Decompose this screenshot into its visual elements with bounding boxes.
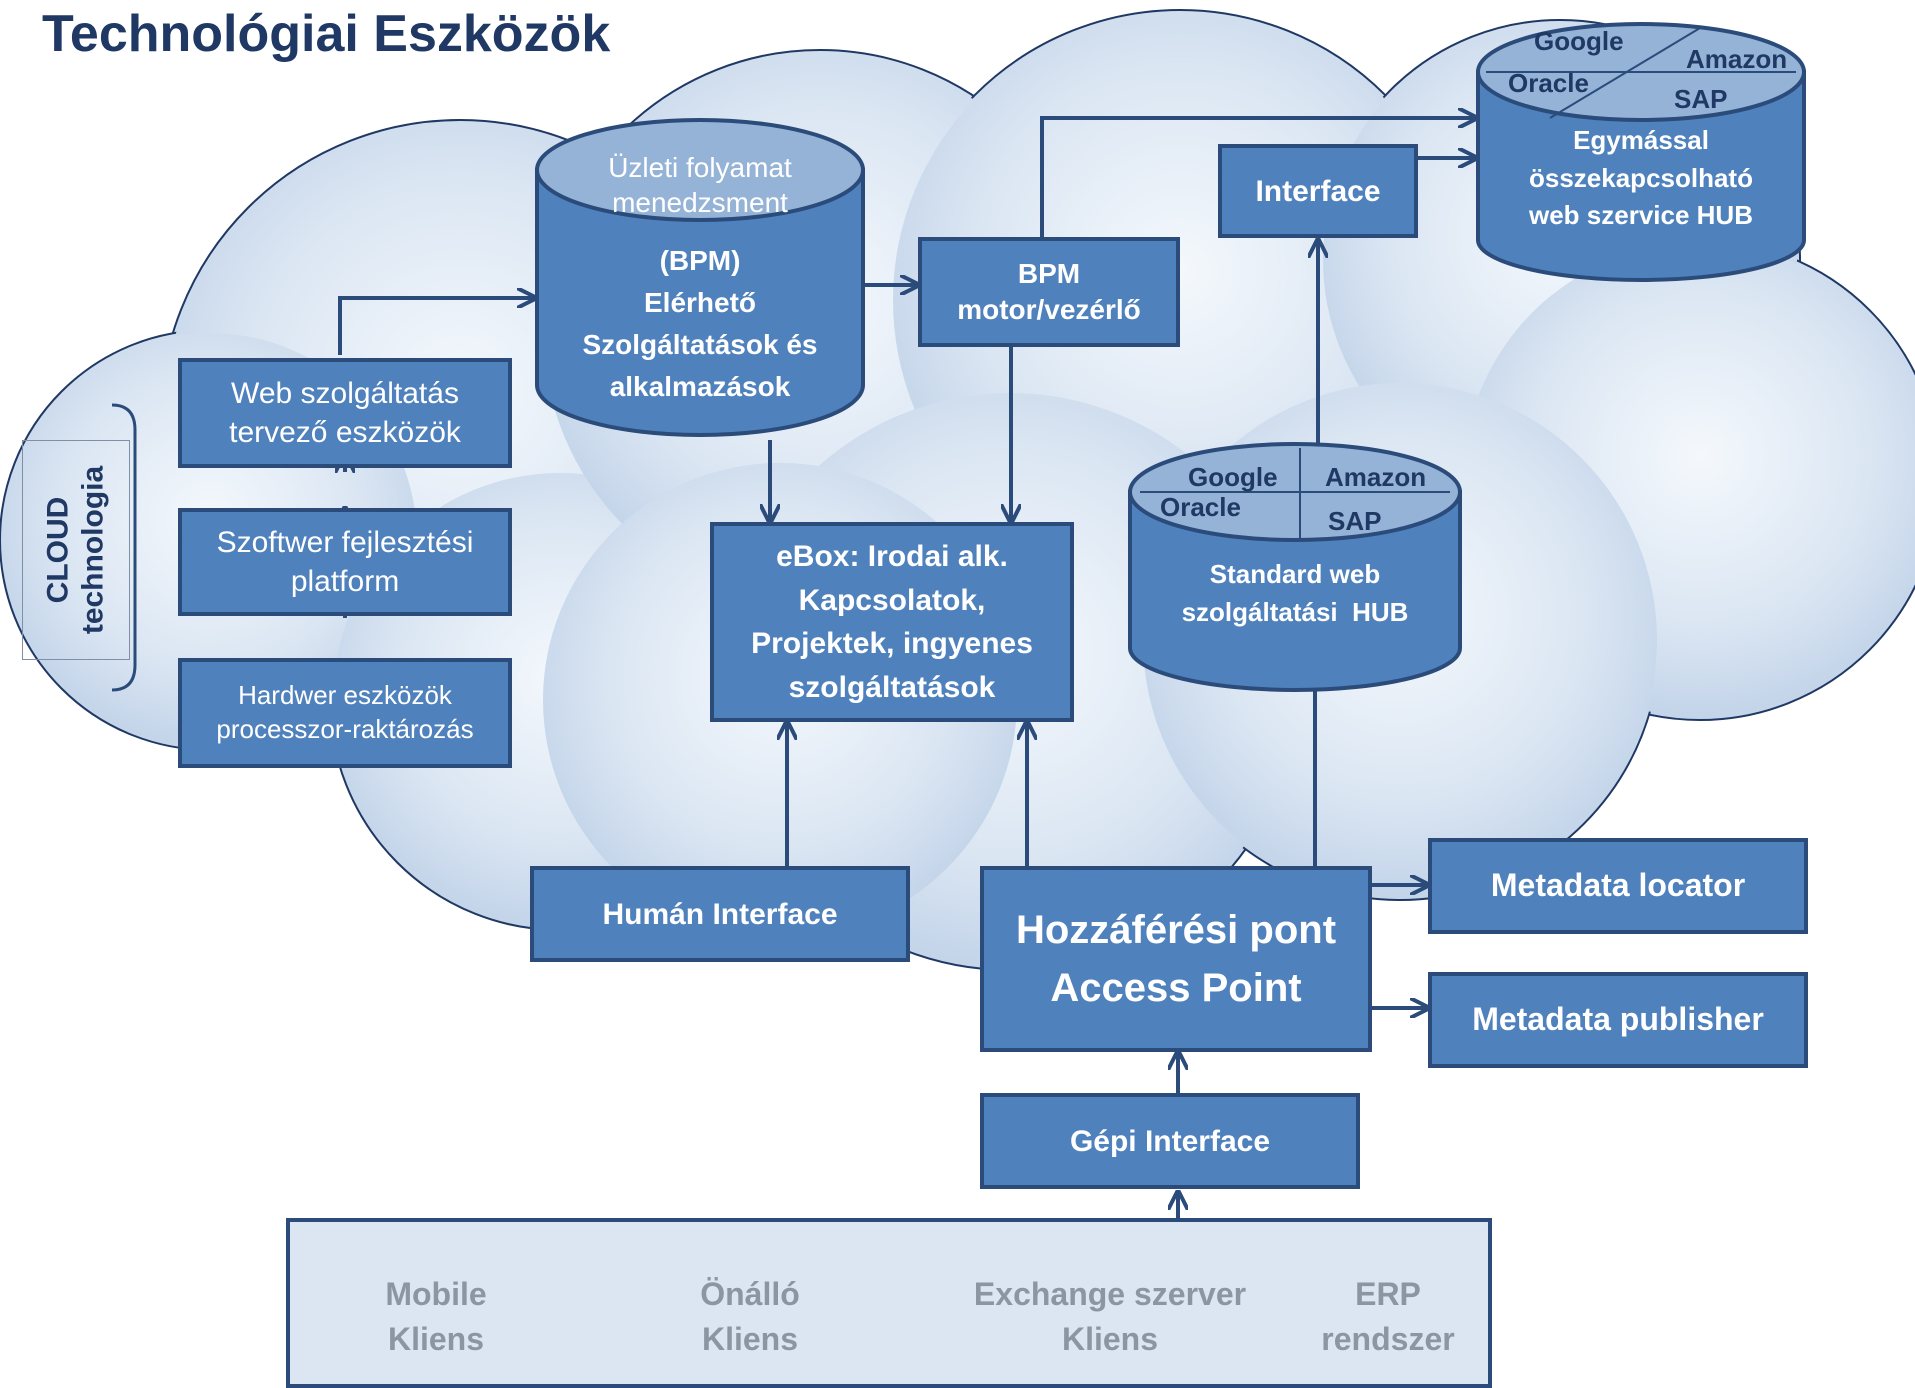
client-standalone-line2: Kliens xyxy=(701,1320,799,1357)
cloud-technology-label: CLOUD technologia xyxy=(42,466,111,634)
hub-top-oracle: Oracle xyxy=(1508,68,1589,98)
client-exchange-line2: Kliens xyxy=(1061,1320,1159,1357)
hardware-line2: processzor-raktározás xyxy=(216,714,474,744)
hub-standard-cylinder xyxy=(1128,442,1462,692)
hub-std-line2: szolgáltatási HUB xyxy=(1181,596,1409,627)
bpm-line4: alkalmazások xyxy=(609,371,791,402)
bpm-line2: Elérhető xyxy=(643,287,757,318)
web-design-line2: tervező eszközök xyxy=(229,416,461,449)
hub-std-oracle: Oracle xyxy=(1160,492,1241,522)
metadata-publisher-box: Metadata publisher xyxy=(1428,972,1808,1068)
hardware-line1: Hardwer eszközök xyxy=(238,680,452,711)
bpm-engine-box: BPM motor/vezérlő xyxy=(918,237,1180,347)
client-exchange-line1: Exchange szerver xyxy=(973,1276,1247,1312)
cloud-label-line1: CLOUD xyxy=(41,496,75,604)
ebox-line1: eBox: Irodai alk. xyxy=(776,540,1008,573)
metadata-locator-box: Metadata locator xyxy=(1428,838,1808,934)
ebox-line4: szolgáltatások xyxy=(788,670,996,704)
hub-std-line1: Standard web xyxy=(1209,559,1381,589)
access-point-box: Hozzáférési pont Access Point xyxy=(980,866,1372,1052)
human-interface-box: Humán Interface xyxy=(530,866,910,962)
ebox-line3: Projektek, ingyenes xyxy=(751,627,1033,660)
bpm-engine-line1: BPM xyxy=(1017,257,1081,289)
machine-interface-box: Gépi Interface xyxy=(980,1093,1360,1189)
hub-top-google: Google xyxy=(1534,26,1624,56)
metadata-publisher-label: Metadata publisher xyxy=(1472,1001,1764,1038)
client-mobile-line2: Kliens xyxy=(387,1320,485,1357)
client-erp-line1: ERP xyxy=(1355,1276,1421,1312)
hardware-box: Hardwer eszközök processzor-raktározás xyxy=(178,658,512,768)
client-erp-line2: rendszer xyxy=(1321,1320,1455,1357)
web-design-tools-box: Web szolgáltatás tervező eszközök xyxy=(178,358,512,468)
web-design-line1: Web szolgáltatás xyxy=(231,377,459,410)
software-platform-line1: Szoftwer fejlesztési xyxy=(216,526,474,559)
software-platform-line2: platform xyxy=(290,565,400,598)
cloud-label-frame xyxy=(22,440,130,660)
interface-box: Interface xyxy=(1218,144,1418,238)
hub-top-line2: összekapcsolható xyxy=(1529,162,1753,193)
client-mobile-line1: Mobile xyxy=(385,1276,487,1312)
interface-label: Interface xyxy=(1255,174,1381,208)
client-exchange: Exchange szerver Kliens xyxy=(950,1272,1270,1362)
metadata-locator-label: Metadata locator xyxy=(1490,867,1746,904)
ebox-box: eBox: Irodai alk. Kapcsolatok, Projektek… xyxy=(710,522,1074,722)
cloud-label-line2: technologia xyxy=(76,465,109,635)
connectors xyxy=(340,118,1476,1222)
client-standalone: Önálló Kliens xyxy=(660,1272,840,1362)
hub-top-amazon: Amazon xyxy=(1686,44,1788,74)
client-standalone-line1: Önálló xyxy=(700,1276,800,1312)
bpm-cylinder-title: Üzleti folyamat menedzsment xyxy=(537,150,863,220)
access-point-line1: Hozzáférési pont xyxy=(1015,908,1337,952)
human-interface-label: Humán Interface xyxy=(602,897,838,931)
hub-top-cylinder xyxy=(1476,22,1806,282)
hub-std-google: Google xyxy=(1188,462,1278,492)
bracket xyxy=(111,403,137,692)
software-platform-box: Szoftwer fejlesztési platform xyxy=(178,508,512,616)
access-point-line2: Access Point xyxy=(1050,966,1302,1010)
hub-standard-label: Standard web szolgáltatási HUB xyxy=(1130,556,1460,631)
bpm-engine-line2: motor/vezérlő xyxy=(957,294,1141,325)
machine-interface-label: Gépi Interface xyxy=(1069,1124,1271,1158)
bpm-top-line1: Üzleti folyamat xyxy=(608,152,792,183)
hub-std-amazon: Amazon xyxy=(1325,462,1427,492)
bpm-top-line2: menedzsment xyxy=(612,187,788,218)
bpm-cylinder xyxy=(535,118,865,437)
client-erp: ERP rendszer xyxy=(1308,1272,1468,1362)
page-title: Technológiai Eszközök xyxy=(42,5,611,63)
hub-top-line1: Egymással xyxy=(1573,125,1709,155)
hub-std-sap: SAP xyxy=(1328,506,1382,536)
hub-top-line3: web szervice HUB xyxy=(1529,200,1753,231)
hub-top-sap: SAP xyxy=(1674,84,1728,114)
hub-top-label: Egymással összekapcsolható web szervice … xyxy=(1478,122,1804,235)
clients-panel: Mobile Kliens Önálló Kliens Exchange sze… xyxy=(286,1218,1492,1388)
client-mobile: Mobile Kliens xyxy=(346,1272,526,1362)
bpm-line1: (BPM) xyxy=(659,245,741,276)
bpm-line3: Szolgáltatások és xyxy=(582,329,818,360)
bpm-cylinder-body: (BPM) Elérhető Szolgáltatások és alkalma… xyxy=(537,240,863,408)
ebox-line2: Kapcsolatok, xyxy=(798,583,986,617)
